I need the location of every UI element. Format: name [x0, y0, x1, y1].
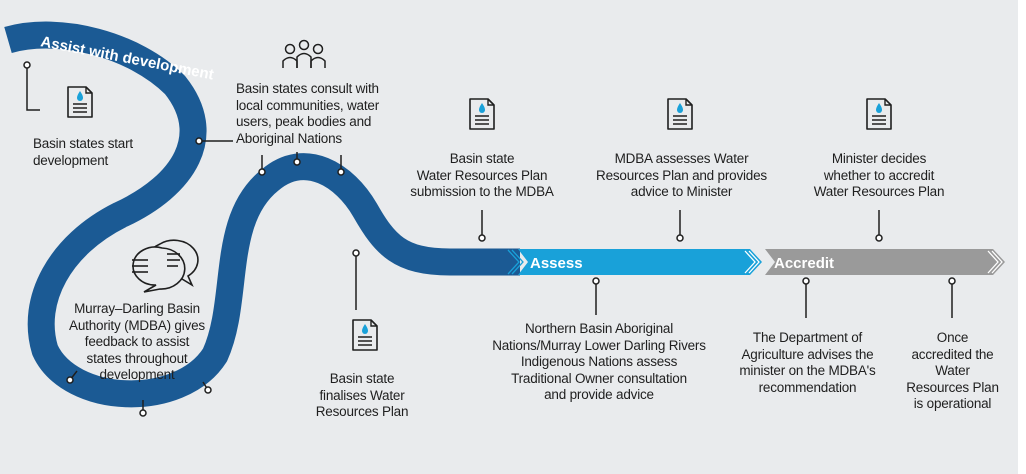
- step-start-label: Basin states start development: [33, 136, 133, 168]
- assess-chevrons: [744, 250, 760, 274]
- document-icon: [352, 319, 378, 351]
- step-finalise-label: Basin state finalises Water Resources Pl…: [315, 371, 409, 419]
- step-decides-label: Minister decides whether to accredit Wat…: [813, 151, 945, 199]
- stage-accredit-label: Accredit: [774, 255, 834, 272]
- accredit-chevrons: [987, 250, 1003, 274]
- step-consult-label: Basin states consult with local communit…: [236, 81, 380, 146]
- assess-stage-bar: [518, 249, 762, 275]
- accredit-stage-bar: [765, 249, 1005, 275]
- step-feedback-label: Murray–Darling Basin Authority (MDBA) gi…: [69, 301, 205, 382]
- speech-bubbles-icon: [132, 239, 199, 293]
- document-icon: [667, 98, 693, 130]
- step-nations-label: Northern Basin Aboriginal Nations/Murray…: [492, 321, 706, 402]
- document-icon: [67, 86, 93, 118]
- step-agriculture-label: The Department of Agriculture advises th…: [739, 330, 876, 395]
- people-icon: [282, 39, 326, 68]
- document-icon: [469, 98, 495, 130]
- connectors: [23, 61, 956, 417]
- step-submit-label: Basin state Water Resources Plan submiss…: [410, 151, 554, 199]
- step-operational-label: Once accredited the Water Resources Plan…: [906, 330, 999, 411]
- step-assesses-label: MDBA assesses Water Resources Plan and p…: [596, 151, 767, 199]
- stage-assess-label: Assess: [530, 255, 583, 272]
- river-path: [4, 21, 520, 408]
- document-icon: [866, 98, 892, 130]
- assess-left-chevrons: [507, 249, 524, 275]
